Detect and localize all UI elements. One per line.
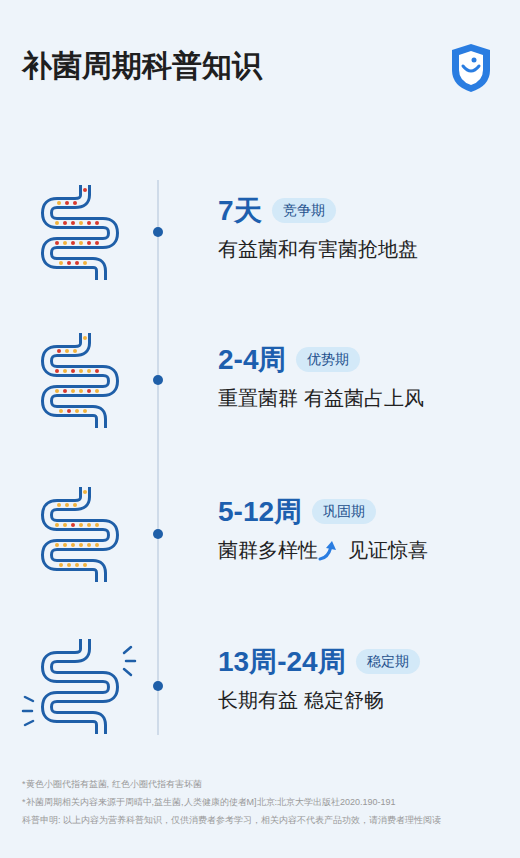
stage-header: 2-4周 优势期 (218, 343, 424, 377)
footnote: 科普申明: 以上内容为营养科普知识，仅供消费者参考学习，相关内容不代表产品功效，… (22, 814, 441, 827)
page-title: 补菌周期科普知识 (22, 46, 262, 87)
gut-icon (47, 487, 113, 582)
phase-badge: 巩固期 (312, 499, 376, 524)
stage-block: 7天 竞争期有益菌和有害菌抢地盘 (218, 194, 418, 262)
phase-name: 优势期 (307, 351, 349, 367)
stage-duration: 2-4周 (218, 343, 286, 377)
gut-icon (23, 639, 135, 734)
stage-description: 菌群多样性 见证惊喜 (218, 537, 428, 563)
stage-text: 见证惊喜 (348, 537, 428, 563)
phase-badge: 稳定期 (356, 649, 420, 674)
phase-badge: 竞争期 (272, 198, 336, 223)
stage-duration: 5-12周 (218, 495, 302, 529)
stage-description: 重置菌群 有益菌占上风 (218, 385, 424, 411)
timeline-line (157, 180, 159, 735)
stage-block: 5-12周 巩固期菌群多样性 见证惊喜 (218, 495, 428, 563)
stage-text: 有益菌和有害菌抢地盘 (218, 236, 418, 262)
phase-name: 竞争期 (283, 202, 325, 218)
phase-name: 巩固期 (323, 503, 365, 519)
stage-text: 菌群多样性 (218, 537, 318, 563)
rise-arrow-icon (318, 539, 340, 561)
stage-header: 5-12周 巩固期 (218, 495, 428, 529)
stage-block: 13周-24周 稳定期长期有益 稳定舒畅 (218, 645, 420, 713)
phase-name: 稳定期 (367, 653, 409, 669)
gut-icon (47, 333, 113, 428)
brand-logo (452, 44, 490, 92)
stage-block: 2-4周 优势期重置菌群 有益菌占上风 (218, 343, 424, 411)
stage-duration: 7天 (218, 194, 262, 228)
footnote: *黄色小圈代指有益菌, 红色小圈代指有害坏菌 (22, 778, 202, 791)
footnote: *补菌周期相关内容来源于周晴中,益生菌,人类健康的使者M]北京:北京大学出版社2… (22, 796, 396, 809)
stage-text: 重置菌群 有益菌占上风 (218, 385, 424, 411)
stage-header: 13周-24周 稳定期 (218, 645, 420, 679)
stage-duration: 13周-24周 (218, 645, 346, 679)
stage-text: 长期有益 稳定舒畅 (218, 687, 384, 713)
gut-icon (47, 185, 113, 280)
stage-header: 7天 竞争期 (218, 194, 418, 228)
stage-description: 长期有益 稳定舒畅 (218, 687, 420, 713)
phase-badge: 优势期 (296, 347, 360, 372)
stage-description: 有益菌和有害菌抢地盘 (218, 236, 418, 262)
timeline-dots (153, 227, 163, 691)
